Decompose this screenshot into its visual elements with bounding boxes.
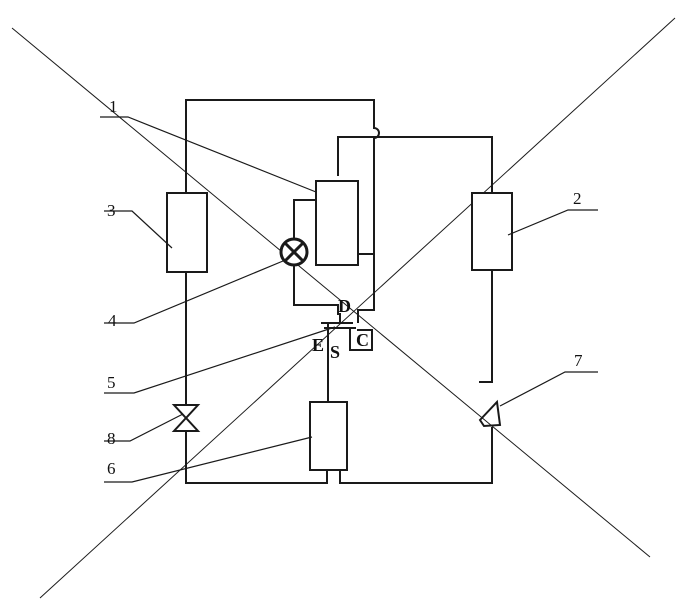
callout-4: 4 — [108, 311, 117, 330]
component-6 — [309, 401, 348, 484]
cross-line-a — [11, 27, 651, 558]
terminal-s: S — [330, 342, 340, 362]
callout-5: 5 — [107, 373, 116, 392]
component-3-box — [166, 192, 208, 273]
valve-8 — [171, 404, 201, 432]
terminal-c: C — [356, 330, 369, 350]
component-1-box — [315, 180, 359, 266]
lamp-4 — [279, 199, 339, 315]
callout-8: 8 — [107, 429, 116, 448]
right-loop — [337, 126, 493, 484]
terminal-d: D — [338, 296, 351, 316]
callout-6: 6 — [107, 459, 116, 478]
component-6-box — [309, 401, 348, 471]
terminal-e: E — [312, 335, 324, 355]
callout-2: 2 — [573, 189, 582, 208]
cross-line-b — [39, 17, 676, 599]
horn-7 — [478, 399, 502, 428]
callout-leaders — [100, 116, 598, 483]
callout-3: 3 — [107, 201, 116, 220]
callout-7: 7 — [574, 351, 583, 370]
component-2-box — [471, 192, 513, 271]
callout-1: 1 — [109, 97, 118, 116]
transistor-5: D E S C — [312, 296, 373, 403]
